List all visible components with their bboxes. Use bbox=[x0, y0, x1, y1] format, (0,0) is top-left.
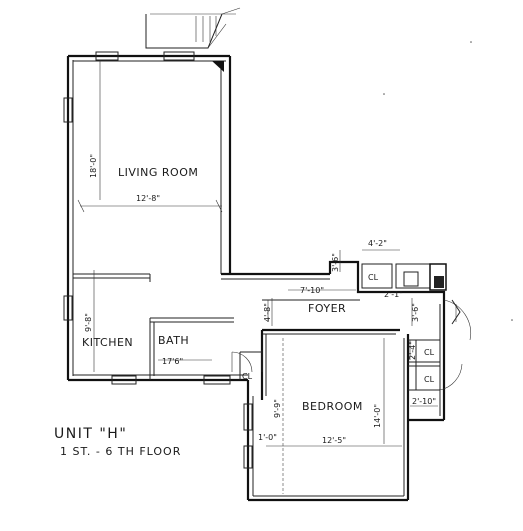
doors bbox=[231, 299, 471, 391]
closet-label-foyer: CL bbox=[368, 273, 379, 282]
exterior-stair bbox=[145, 7, 241, 49]
hall-width-label: 1'-0" bbox=[258, 433, 277, 442]
kitchen-label: KITCHEN bbox=[82, 336, 133, 349]
living-room-label: LIVING ROOM bbox=[118, 166, 198, 179]
bedroom-width-label: 12'-5" bbox=[322, 436, 346, 445]
windows bbox=[63, 51, 253, 469]
living-length-label: 18'-0" bbox=[89, 154, 98, 178]
bedroom-label: BEDROOM bbox=[302, 400, 363, 413]
closet-label-bedroom-1: CL bbox=[424, 348, 435, 357]
floor-caption: 1 ST. - 6 TH FLOOR bbox=[60, 445, 181, 458]
closet-label-bedroom-2: CL bbox=[424, 375, 435, 384]
closet-small-depth-label: 2'-4" bbox=[408, 341, 417, 360]
living-width-label: 12'-8" bbox=[136, 194, 160, 203]
bedroom-depth-label: 14'-0" bbox=[373, 404, 382, 428]
bath-label: BATH bbox=[158, 334, 189, 347]
closet-right-width-label: 2'-10" bbox=[412, 397, 436, 406]
hall-depth-label: 9'-9" bbox=[273, 399, 282, 418]
closet-label-hall: CL bbox=[242, 372, 253, 381]
closet-dim-label: 2'-1" bbox=[384, 290, 403, 299]
entry-depth-label: 3'-6" bbox=[411, 303, 420, 322]
kitchen-length-label: 9'-8" bbox=[84, 313, 93, 332]
unit-caption: UNIT "H" bbox=[54, 426, 127, 442]
foyer-width-label: 7'-10" bbox=[300, 286, 324, 295]
foyer-label: FOYER bbox=[308, 302, 346, 315]
closet-top-width-label: 4'-2" bbox=[368, 239, 387, 248]
foyer-depth-label: 4'-8" bbox=[263, 303, 272, 322]
bath-width-label: 17'6" bbox=[162, 357, 183, 366]
closet-top-depth-label: 3'-6" bbox=[331, 253, 340, 272]
walls bbox=[66, 54, 447, 502]
dimension-lines bbox=[77, 60, 438, 494]
